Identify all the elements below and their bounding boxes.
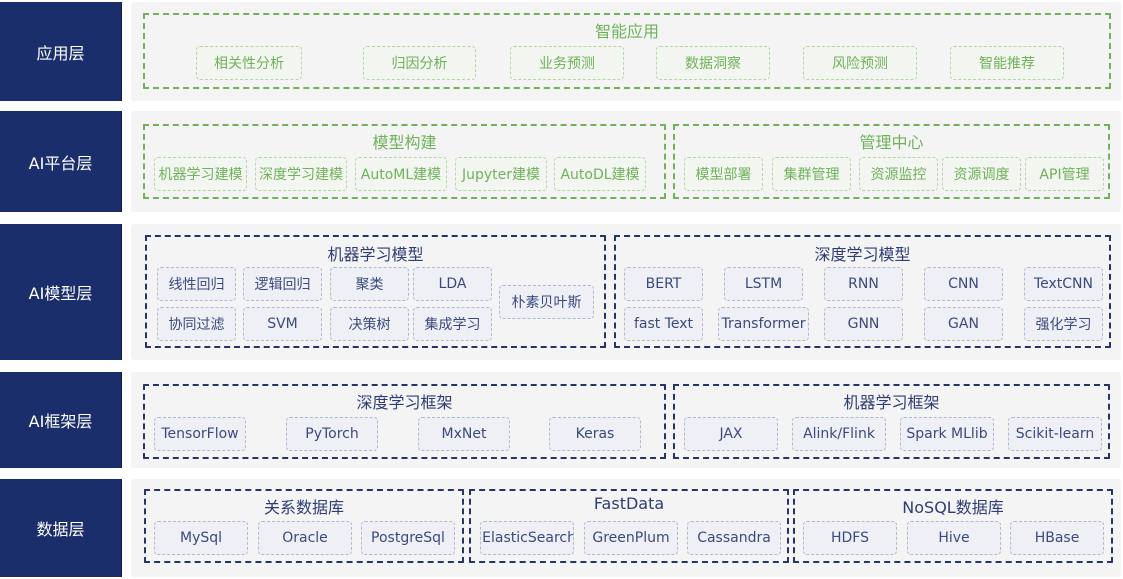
item-data-insight[interactable]: 数据洞察 [656,46,770,80]
group-smart-apps: 智能应用 相关性分析 归因分析 业务预测 数据洞察 风险预测 智能推荐 [143,13,1111,89]
group-title: FastData [593,494,665,513]
group-relational-db: 关系数据库 MySql Oracle PostgreSql [144,489,464,563]
item-correlation-analysis[interactable]: 相关性分析 [196,46,302,80]
group-title: 管理中心 [859,133,924,152]
layer-application: 应用层 智能应用 相关性分析 归因分析 业务预测 数据洞察 风险预测 智能推荐 [0,2,1123,101]
item-resource-monitor[interactable]: 资源监控 [859,157,938,191]
layer-panel: 深度学习框架 TensorFlow PyTorch MxNet Keras 机器… [131,372,1121,468]
item-tensorflow[interactable]: TensorFlow [154,417,246,451]
layer-ai-framework: AI框架层 深度学习框架 TensorFlow PyTorch MxNet Ke… [0,372,1123,468]
item-fasttext[interactable]: fast Text [624,307,703,341]
layer-label: AI模型层 [0,224,122,360]
group-title: 模型构建 [372,133,437,152]
item-linear-regression[interactable]: 线性回归 [157,267,236,301]
item-collaborative-filtering[interactable]: 协同过滤 [157,307,236,341]
item-lda[interactable]: LDA [413,267,492,301]
item-autodl-modeling[interactable]: AutoDL建模 [554,157,646,191]
layer-panel: 模型构建 机器学习建模 深度学习建模 AutoML建模 Jupyter建模 Au… [131,111,1121,212]
layer-panel: 关系数据库 MySql Oracle PostgreSql FastData I… [131,479,1121,577]
item-dl-modeling[interactable]: 深度学习建模 [255,157,347,191]
item-gan[interactable]: GAN [924,307,1003,341]
item-scikit-learn[interactable]: Scikit-learn [1008,417,1102,451]
item-jax[interactable]: JAX [684,417,778,451]
item-model-deploy[interactable]: 模型部署 [684,157,763,191]
item-risk-prediction[interactable]: 风险预测 [803,46,917,80]
group-fastdata: FastData IElasticSearch GreenPlum Cassan… [469,489,789,563]
layer-label: AI框架层 [0,372,122,468]
item-cluster-management[interactable]: 集群管理 [772,157,851,191]
item-textcnn[interactable]: TextCNN [1024,267,1103,301]
item-logistic-regression[interactable]: 逻辑回归 [243,267,322,301]
item-mxnet[interactable]: MxNet [418,417,510,451]
item-reinforcement-learning[interactable]: 强化学习 [1024,307,1103,341]
item-automl-modeling[interactable]: AutoML建模 [355,157,447,191]
layer-panel: 机器学习模型 线性回归 逻辑回归 聚类 LDA 协同过滤 SVM 决策树 集成学… [131,224,1121,360]
group-dl-models: 深度学习模型 BERT LSTM RNN CNN TextCNN fast Te… [614,235,1111,348]
item-ml-modeling[interactable]: 机器学习建模 [154,157,247,191]
layer-label: AI平台层 [0,111,122,212]
item-attribution-analysis[interactable]: 归因分析 [363,46,476,80]
group-title: 智能应用 [594,22,659,41]
group-management-center: 管理中心 模型部署 集群管理 资源监控 资源调度 API管理 [673,124,1110,199]
item-elasticsearch[interactable]: IElasticSearch [480,521,574,555]
group-title: 深度学习框架 [356,393,453,412]
group-nosql-db: NoSQL数据库 HDFS Hive HBase [793,489,1113,563]
item-pytorch[interactable]: PyTorch [286,417,378,451]
group-title: 机器学习框架 [843,393,940,412]
item-bert[interactable]: BERT [624,267,703,301]
group-ml-models: 机器学习模型 线性回归 逻辑回归 聚类 LDA 协同过滤 SVM 决策树 集成学… [145,235,606,348]
item-cassandra[interactable]: Cassandra [687,521,781,555]
item-gnn[interactable]: GNN [824,307,903,341]
layer-ai-model: AI模型层 机器学习模型 线性回归 逻辑回归 聚类 LDA 协同过滤 SVM 决… [0,224,1123,360]
item-ensemble-learning[interactable]: 集成学习 [413,307,492,341]
layer-label: 应用层 [0,2,122,101]
layer-data: 数据层 关系数据库 MySql Oracle PostgreSql FastDa… [0,479,1123,577]
item-naive-bayes[interactable]: 朴素贝叶斯 [499,285,594,319]
group-ml-frameworks: 机器学习框架 JAX Alink/Flink Spark MLlib Sciki… [673,384,1110,459]
item-smart-recommend[interactable]: 智能推荐 [950,46,1064,80]
group-dl-frameworks: 深度学习框架 TensorFlow PyTorch MxNet Keras [143,384,666,459]
item-spark-mllib[interactable]: Spark MLlib [900,417,994,451]
item-cnn[interactable]: CNN [924,267,1003,301]
item-transformer[interactable]: Transformer [718,307,809,341]
item-api-management[interactable]: API管理 [1025,157,1104,191]
group-title: 深度学习模型 [814,245,911,264]
item-rnn[interactable]: RNN [824,267,903,301]
group-title: NoSQL数据库 [902,498,1004,517]
item-resource-schedule[interactable]: 资源调度 [942,157,1021,191]
item-oracle[interactable]: Oracle [258,521,352,555]
item-keras[interactable]: Keras [549,417,641,451]
item-hbase[interactable]: HBase [1010,521,1104,555]
item-clustering[interactable]: 聚类 [330,267,409,301]
item-hive[interactable]: Hive [907,521,1001,555]
item-hdfs[interactable]: HDFS [803,521,897,555]
item-decision-tree[interactable]: 决策树 [330,307,409,341]
group-title: 关系数据库 [263,498,344,517]
item-jupyter-modeling[interactable]: Jupyter建模 [455,157,547,191]
item-business-forecast[interactable]: 业务预测 [510,46,624,80]
item-postgresql[interactable]: PostgreSql [361,521,455,555]
group-model-building: 模型构建 机器学习建模 深度学习建模 AutoML建模 Jupyter建模 Au… [143,124,666,199]
layer-panel: 智能应用 相关性分析 归因分析 业务预测 数据洞察 风险预测 智能推荐 [131,2,1121,101]
group-title: 机器学习模型 [327,245,424,264]
layer-label: 数据层 [0,479,122,577]
item-greenplum[interactable]: GreenPlum [584,521,678,555]
item-mysql[interactable]: MySql [154,521,248,555]
item-alink-flink[interactable]: Alink/Flink [792,417,886,451]
layer-ai-platform: AI平台层 模型构建 机器学习建模 深度学习建模 AutoML建模 Jupyte… [0,111,1123,212]
item-lstm[interactable]: LSTM [724,267,803,301]
item-svm[interactable]: SVM [243,307,322,341]
